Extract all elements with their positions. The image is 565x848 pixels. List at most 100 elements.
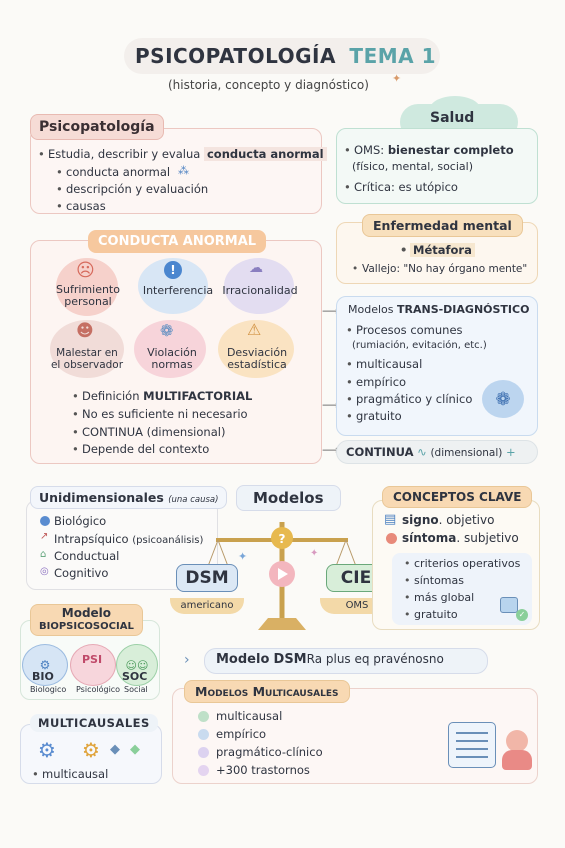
plus-icon: + — [506, 445, 516, 459]
psi-label: PSI — [82, 653, 103, 666]
soc-sub: Social — [124, 685, 148, 694]
list-item: conducta anormal — [56, 165, 170, 179]
wave-icon: ∿ — [417, 445, 427, 459]
dsm-box: DSM — [176, 564, 238, 592]
mm-item: pragmático-clínico — [216, 745, 323, 759]
conducta-definicion: Definición MULTIFACTORIAL — [72, 389, 252, 403]
unidim-title: Unidimensionales (una causa) — [30, 486, 228, 509]
person-icon — [506, 730, 528, 752]
conceptos-signo: signo. objetivo — [402, 513, 495, 527]
unidim-item-conductual: Conductual — [54, 549, 120, 563]
mm-item: +300 trastornos — [216, 763, 310, 777]
cloud-thought-icon: ☁ — [249, 260, 263, 276]
sparkle-icon: ✦ — [238, 550, 248, 563]
conducta-title: CONDUCTA ANORMAL — [88, 230, 267, 253]
list-item: síntomas — [404, 574, 464, 587]
list-item: multicausal — [32, 767, 108, 781]
modelos-title: Modelos — [236, 485, 341, 511]
trans-item1-detail: (rumiación, evitación, etc.) — [352, 340, 487, 351]
criterion-label: Malestar en el observador — [50, 347, 124, 371]
soc-label: SOC — [122, 670, 148, 683]
criterion-circle-desviacion — [218, 320, 294, 378]
gear-icon: ⚙ — [82, 738, 100, 762]
list-item: empírico — [346, 375, 406, 389]
criterion-label: Sufrimiento personal — [56, 283, 120, 308]
conceptos-title: CONCEPTOS CLAVE — [382, 486, 533, 508]
brain-icon: ❁ — [160, 321, 174, 340]
page-title-pill — [124, 38, 440, 74]
psicopatologia-intro: Estudia, describir y evalua conducta ano… — [38, 147, 327, 161]
criterion-circle-violacion — [134, 320, 206, 378]
person-body — [502, 750, 532, 770]
multicausales-title: MULTICAUSALES — [30, 714, 158, 732]
continua-text: CONTINUA ∿ (dimensional) + — [346, 445, 516, 459]
list-item: causas — [56, 199, 106, 213]
arrow-icon: ↗ — [40, 531, 49, 542]
criterion-label: Desviación estadística — [226, 346, 288, 371]
criterion-label: Violación normas — [147, 346, 197, 371]
psi-circle — [70, 644, 116, 686]
cloud-icon-puff — [430, 96, 480, 122]
dna-icon — [40, 516, 50, 526]
salud-title: Salud — [430, 110, 475, 126]
bio-circle: ⚙ — [22, 644, 68, 686]
enfermedad-vallejo: Vallejo: "No hay órgano mente" — [352, 263, 527, 275]
sparkle-icon: ✦ — [310, 548, 319, 559]
mm-item: empírico — [216, 727, 267, 741]
arrow-right-icon: ⟶ — [322, 304, 340, 318]
dsm-bar — [204, 648, 488, 674]
head-icon: ☻ — [76, 321, 94, 341]
lock-icon: ⌂ — [40, 549, 47, 560]
salud-oms-detail: (físico, mental, social) — [352, 160, 473, 173]
page-subtitle: (historia, concepto y diagnóstico) — [168, 78, 369, 92]
list-icon — [198, 765, 209, 776]
psicopatologia-title: Psicopatología — [30, 114, 164, 140]
list-item: pragmático y clínico — [346, 392, 472, 406]
unidim-item-cognitivo: Cognitivo — [54, 566, 109, 580]
sad-face-icon: ☹ — [76, 260, 95, 281]
spiral-icon: ◎ — [40, 566, 49, 577]
monitor-icon — [500, 597, 518, 613]
soc-circle: ☺☺ — [116, 644, 158, 686]
list-item: No es suficiente ni necesario — [72, 407, 248, 421]
clipboard-icon — [448, 722, 496, 768]
gear-icon: ⚙ — [38, 738, 56, 762]
mm-title: Modelos Multicausales — [184, 680, 350, 703]
criterion-circle-sufrimiento — [56, 258, 118, 316]
brain-blob-icon: ❁ — [482, 380, 524, 418]
criterion-label: Irracionalidad — [222, 284, 298, 297]
document-icon: ▤ — [384, 512, 397, 527]
conceptos-sintoma: síntoma. subjetivo — [402, 531, 519, 545]
alert-icon: ! — [164, 261, 182, 279]
bio-sub: Biologico — [30, 685, 67, 694]
clock-icon — [198, 747, 209, 758]
list-item: multicausal — [346, 357, 422, 371]
list-item: gratuito — [404, 608, 458, 621]
salud-critica: Crítica: es utópico — [344, 180, 458, 194]
enfermedad-title: Enfermedad mental — [362, 214, 523, 237]
bps-title: Modelo BIOPSICOSOCIAL — [30, 604, 143, 636]
check-circle-icon: ✓ — [516, 609, 528, 621]
bubble-icon — [198, 729, 209, 740]
unidim-item-intrapsiquico: Intrapsíquico (psicoanálisis) — [54, 532, 204, 546]
check-icon — [198, 711, 209, 722]
salud-card — [336, 128, 538, 204]
list-item: más global — [404, 591, 474, 604]
arrow-right-icon: ⟶ — [322, 398, 340, 412]
puzzle-icon: ◆ — [110, 742, 120, 757]
sparkle-icon: ✦ — [392, 72, 402, 85]
molecule-icon: ⁂ — [178, 164, 189, 177]
warning-icon: ⚠ — [247, 320, 262, 339]
list-item: criterios operativos — [404, 557, 520, 570]
list-item: Procesos comunes — [346, 323, 462, 337]
puzzle-icon: ◆ — [130, 742, 140, 757]
salud-oms: OMS: bienestar completo — [344, 143, 514, 157]
target-icon — [386, 533, 397, 544]
trans-title: Modelos TRANS-DIAGNÓSTICO — [348, 303, 530, 316]
list-item: Depende del contexto — [72, 442, 209, 456]
arrow-right-icon: ⟶ — [322, 443, 340, 457]
svg-text:?: ? — [279, 532, 286, 546]
chevron-right-icon: › — [184, 652, 190, 668]
criterion-circle-irracionalidad — [224, 258, 294, 314]
continua-card — [336, 440, 538, 464]
